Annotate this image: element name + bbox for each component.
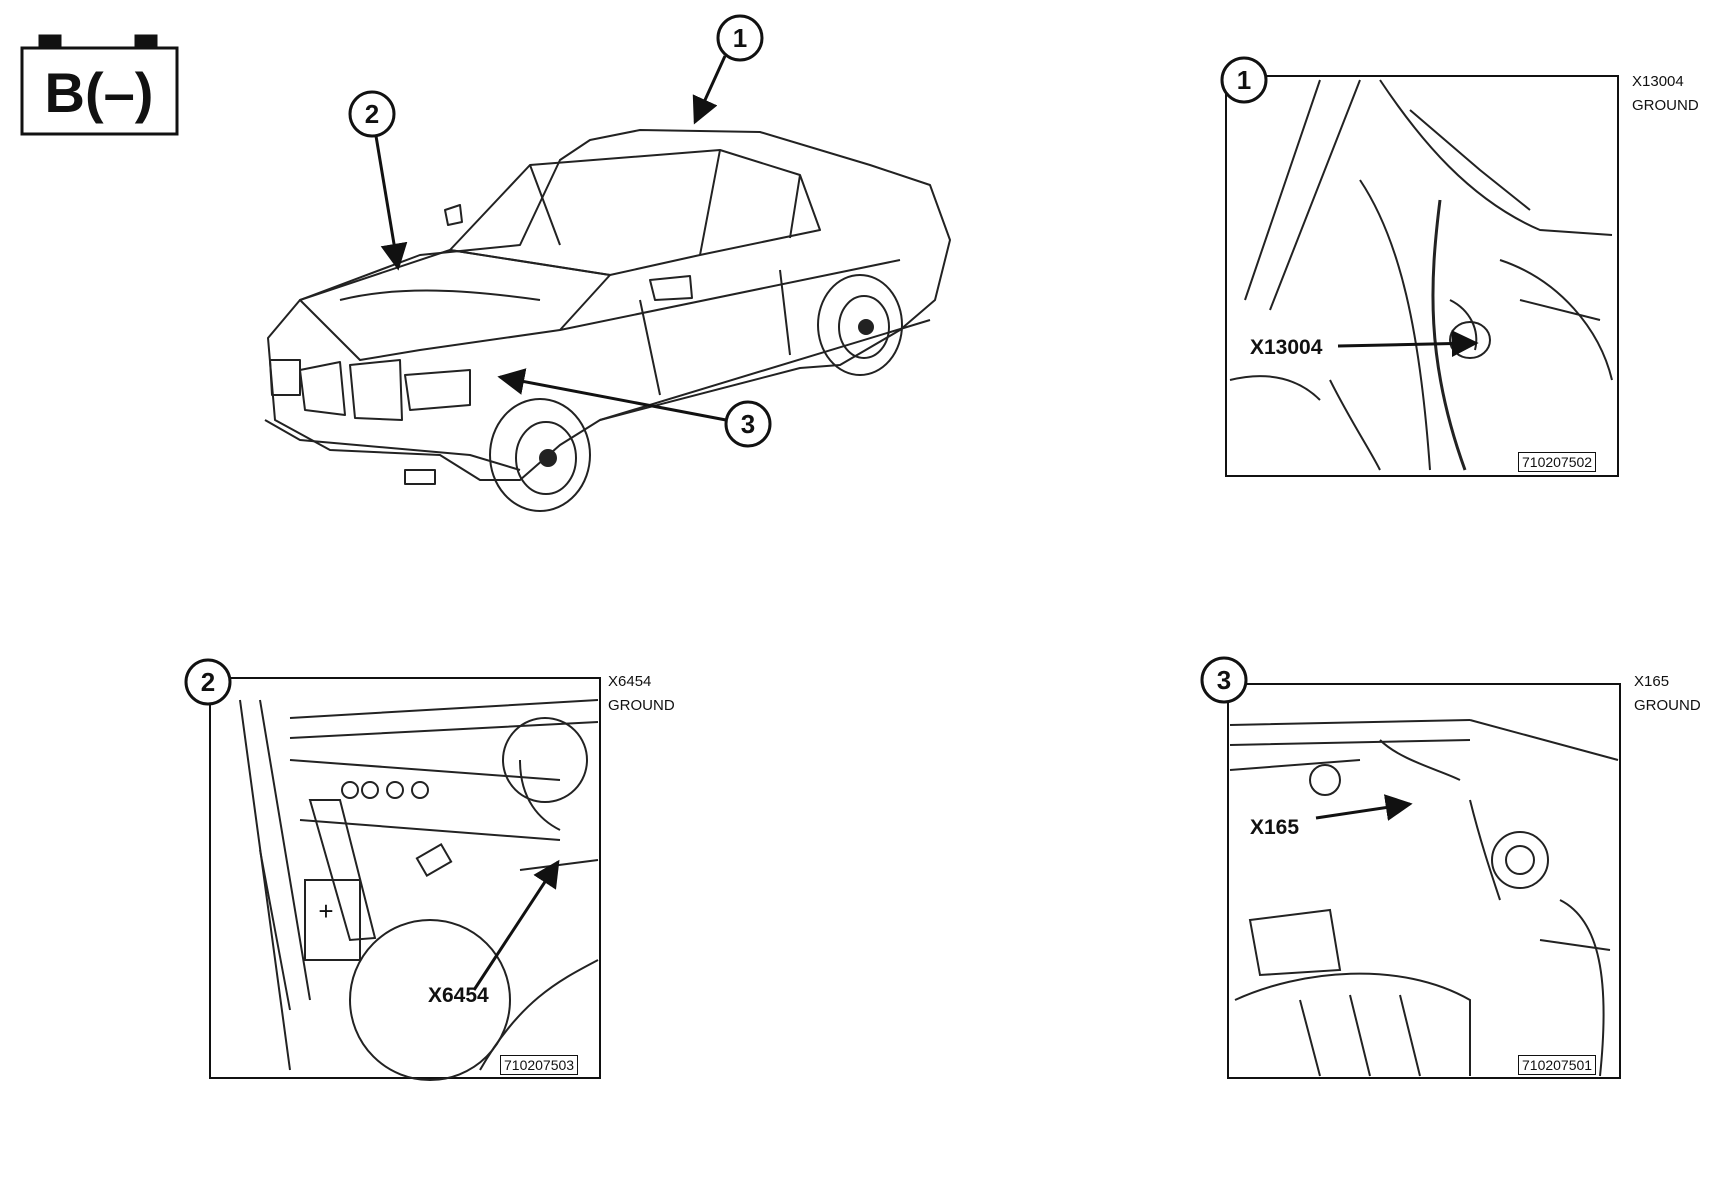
overview-callout-1-number: 1	[733, 23, 747, 53]
overview-callout-1	[692, 14, 764, 125]
detail-1-description: GROUND	[1632, 97, 1699, 114]
detail-1-callout-circle	[1220, 56, 1268, 104]
overview-callout-2-number: 2	[365, 99, 379, 129]
detail-2-callout-number: 2	[201, 667, 215, 697]
detail-1-panel	[1225, 75, 1619, 477]
detail-1-callout-number: 1	[1237, 65, 1251, 95]
detail-3-pointer-arrow	[1315, 794, 1413, 821]
detail-3-panel	[1227, 683, 1621, 1079]
detail-1-connector-id: X13004	[1632, 73, 1684, 90]
battery-ground-symbol	[20, 34, 179, 136]
detail-1-reference-number: 710207502	[1518, 452, 1597, 472]
detail-2-reference-number: 710207503	[500, 1055, 579, 1075]
car-illustration	[264, 129, 951, 512]
detail-3-reference-number: 710207501	[1518, 1055, 1597, 1075]
detail-3-callout-circle	[1200, 656, 1248, 704]
detail-3-callout-number: 3	[1217, 665, 1231, 695]
overview-callout-3-number: 3	[741, 409, 755, 439]
overview-callout-3	[497, 368, 772, 448]
detail-2-panel	[209, 677, 601, 1081]
overview-callout-2	[348, 90, 408, 271]
detail-3-connector-id: X165	[1634, 673, 1670, 690]
detail-2-pointer-arrow	[472, 859, 560, 991]
detail-2-pointer-label: X6454	[428, 984, 489, 1007]
detail-1-pointer-label: X13004	[1250, 336, 1323, 359]
detail-2-description: GROUND	[608, 697, 675, 714]
battery-symbol-label: B(–)	[45, 61, 154, 124]
detail-3-description: GROUND	[1634, 697, 1701, 714]
detail-2-battery-plus: +	[318, 896, 333, 926]
detail-2-connector-id: X6454	[608, 673, 652, 690]
detail-1-pointer-arrow	[1337, 330, 1479, 358]
detail-3-pointer-label: X165	[1250, 816, 1300, 839]
detail-2-callout-circle	[184, 658, 232, 706]
